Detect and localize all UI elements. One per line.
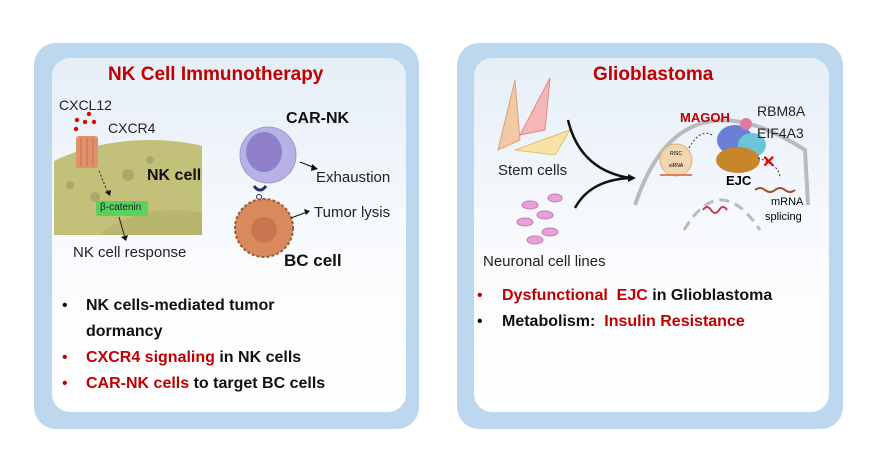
bullet-dot: • [477, 313, 483, 330]
label-mrna: mRNA [771, 196, 804, 208]
label-exhaustion: Exhaustion [316, 169, 391, 186]
label-tumor-lysis: Tumor lysis [314, 204, 391, 221]
nucleus-membrane [633, 118, 810, 206]
label-nk-response: NK cell response [73, 244, 187, 261]
label-beta-catenin: β-catenin [100, 202, 142, 213]
nk-cell-illustration [54, 111, 202, 241]
label-magoh: MAGOH [680, 110, 730, 125]
label-cxcr4: CXCR4 [108, 120, 156, 136]
label-risc: RISC [670, 151, 682, 157]
cxcl12-dots-icon [73, 111, 97, 132]
ejc-complex-icon [716, 118, 766, 173]
bullet-dot: • [62, 375, 68, 392]
label-eif4a3: EIF4A3 [757, 125, 804, 141]
label-cxcl12: CXCL12 [59, 97, 112, 113]
svg-text:✕: ✕ [762, 154, 775, 171]
stem-cells-icon [497, 77, 572, 156]
label-neuronal: Neuronal cell lines [483, 253, 606, 270]
right-panel-title: Glioblastoma [593, 64, 714, 85]
right-bullet-2: Metabolism: Insulin Resistance [502, 313, 745, 330]
label-bc-cell: BC cell [284, 251, 342, 270]
left-bullet-1: NK cells-mediated tumor [86, 297, 275, 314]
left-bullet-1-cont: dormancy [86, 323, 163, 340]
bullet-dot: • [62, 297, 68, 314]
bullet-dot: • [62, 349, 68, 366]
left-panel-title: NK Cell Immunotherapy [108, 64, 324, 85]
label-sirna: siRNA [669, 163, 684, 169]
bc-cell-icon [234, 198, 310, 258]
neuronal-cells-icon [516, 193, 563, 245]
label-splicing: splicing [765, 211, 802, 223]
label-car-nk: CAR-NK [286, 110, 350, 127]
left-bullet-2: CXCR4 signaling in NK cells [86, 349, 302, 366]
risc-sirna-icon [659, 143, 693, 177]
label-rbm8a: RBM8A [757, 103, 806, 119]
right-bullet-1: Dysfunctional EJC in Glioblastoma [502, 287, 773, 304]
label-ejc: EJC [726, 173, 752, 188]
bullet-dot: • [477, 287, 483, 304]
label-nk-cell: NK cell [147, 167, 202, 184]
car-nk-cell-icon [239, 126, 318, 200]
left-bullet-3: CAR-NK cells to target BC cells [86, 375, 326, 392]
mrna-strand [754, 187, 796, 193]
cxcr4-receptor-icon [76, 136, 98, 168]
label-stem-cells: Stem cells [498, 162, 568, 179]
